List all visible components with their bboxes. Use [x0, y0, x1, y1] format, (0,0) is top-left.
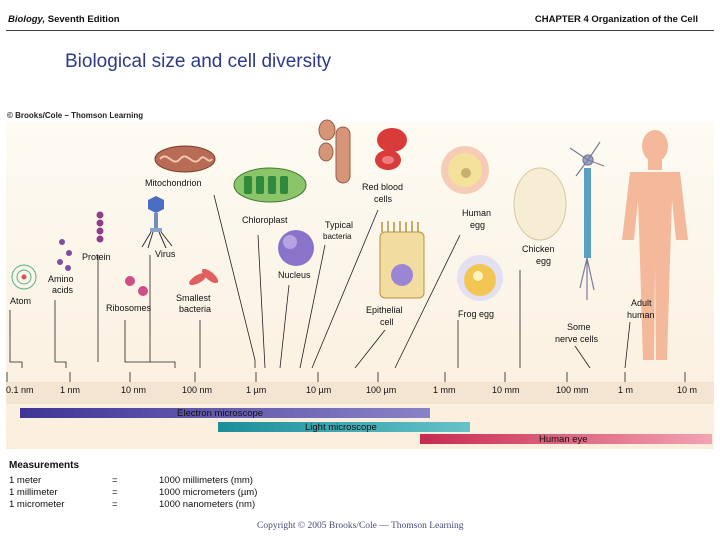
label-smallest-bacteria-1: Smallest: [176, 293, 211, 303]
electron-microscope-bar: [20, 408, 430, 418]
light-microscope-bar: [218, 422, 470, 432]
typical-bacteria-icon: [318, 119, 351, 184]
label-amino-acids-2: acids: [52, 285, 74, 295]
amino-acids-icon: [57, 239, 72, 271]
virus-icon: [141, 196, 173, 249]
measurement-value: 1000 micrometers (µm): [159, 487, 258, 498]
label-smallest-bacteria-2: bacteria: [179, 304, 212, 314]
chapter-title: CHAPTER 4 Organization of the Cell: [534, 14, 698, 25]
label-chicken-egg-1: Chicken: [522, 244, 555, 254]
electron-microscope-label: Electron microscope: [177, 408, 264, 419]
label-epithelial-2: cell: [380, 317, 394, 327]
label-red-blood-2: cells: [374, 194, 393, 204]
scale-ticks: [6, 372, 686, 382]
scale-tick-label: 100 nm: [182, 385, 213, 395]
label-chicken-egg-2: egg: [536, 256, 552, 266]
label-mitochondrion: Mitochondrion: [145, 178, 202, 188]
label-amino-acids-1: Amino: [48, 274, 74, 284]
label-ribosomes: Ribosomes: [106, 303, 152, 313]
chloroplast-icon: [233, 167, 307, 203]
scale-tick-label: 10 mm: [492, 385, 520, 395]
measurement-value: 1000 nanometers (nm): [159, 499, 256, 510]
nerve-cells-icon: [569, 141, 605, 300]
label-human-egg-2: egg: [470, 220, 486, 230]
measurement-value: 1000 millimeters (mm): [159, 475, 253, 486]
measurement-unit: 1 micrometer: [9, 499, 65, 510]
scale-tick-label: 1 nm: [60, 385, 81, 395]
ribosomes-icon: [125, 276, 148, 296]
measurement-equals: =: [112, 475, 118, 486]
label-nerve-cells-2: nerve cells: [555, 334, 599, 344]
label-chloroplast: Chloroplast: [242, 215, 288, 225]
label-adult-human-2: human: [627, 310, 655, 320]
atom-icon: [11, 264, 37, 290]
human-eye-label: Human eye: [539, 434, 588, 445]
measurement-equals: =: [112, 499, 118, 510]
copyright-notice: Copyright © 2005 Brooks/Cole — Thomson L…: [257, 521, 464, 531]
label-frog-egg: Frog egg: [458, 309, 495, 319]
slide-title: Biological size and cell diversity: [65, 51, 332, 72]
size-scale-bar: [6, 382, 714, 404]
label-red-blood-1: Red blood: [362, 182, 404, 192]
mitochondrion-icon: [154, 145, 216, 173]
label-nucleus: Nucleus: [278, 270, 311, 280]
label-atom: Atom: [10, 296, 32, 306]
label-typical-bacteria-2: bacteria: [323, 232, 352, 241]
human-eye-bar: [420, 434, 712, 444]
light-microscope-label: Light microscope: [305, 422, 377, 433]
nucleus-icon: [278, 230, 314, 266]
protein-icon: [96, 211, 104, 243]
label-epithelial-1: Epithelial: [366, 305, 403, 315]
scale-tick-label: 10 m: [677, 385, 698, 395]
book-title: Biology, Seventh Edition: [8, 14, 120, 25]
scale-tick-label: 1 m: [618, 385, 634, 395]
frog-egg-icon: [457, 255, 503, 301]
measurements-title: Measurements: [9, 460, 80, 471]
red-blood-cells-icon: [375, 128, 407, 170]
label-nerve-cells-1: Some: [567, 322, 591, 332]
label-virus: Virus: [155, 249, 176, 259]
label-human-egg-1: Human: [462, 208, 492, 218]
measurements-box: Measurements 1 meter = 1000 millimeters …: [6, 457, 270, 519]
human-egg-icon: [441, 146, 489, 194]
smallest-bacteria-icon: [189, 268, 219, 286]
scale-tick-label: 10 nm: [121, 385, 147, 395]
scale-tick-label: 1 µm: [246, 385, 267, 395]
measurement-unit: 1 meter: [9, 475, 42, 486]
scale-tick-label: 10 µm: [306, 385, 332, 395]
pointer-lines: [9, 194, 631, 369]
scale-tick-label: 0.1 nm: [6, 385, 34, 395]
chicken-egg-icon: [513, 167, 567, 241]
label-protein: Protein: [82, 252, 111, 262]
epithelial-cell-icon: [379, 221, 425, 299]
measurement-unit: 1 millimeter: [9, 487, 58, 498]
scale-tick-label: 100 mm: [556, 385, 589, 395]
label-typical-bacteria-1: Typical: [325, 220, 354, 230]
label-adult-human-1: Adult: [631, 298, 652, 308]
measurement-equals: =: [112, 487, 118, 498]
scale-tick-label: 1 mm: [433, 385, 456, 395]
scale-tick-label: 100 µm: [366, 385, 397, 395]
header-divider: [6, 30, 714, 31]
adult-human-icon: [622, 130, 688, 360]
image-credit: © Brooks/Cole – Thomson Learning: [7, 111, 144, 120]
